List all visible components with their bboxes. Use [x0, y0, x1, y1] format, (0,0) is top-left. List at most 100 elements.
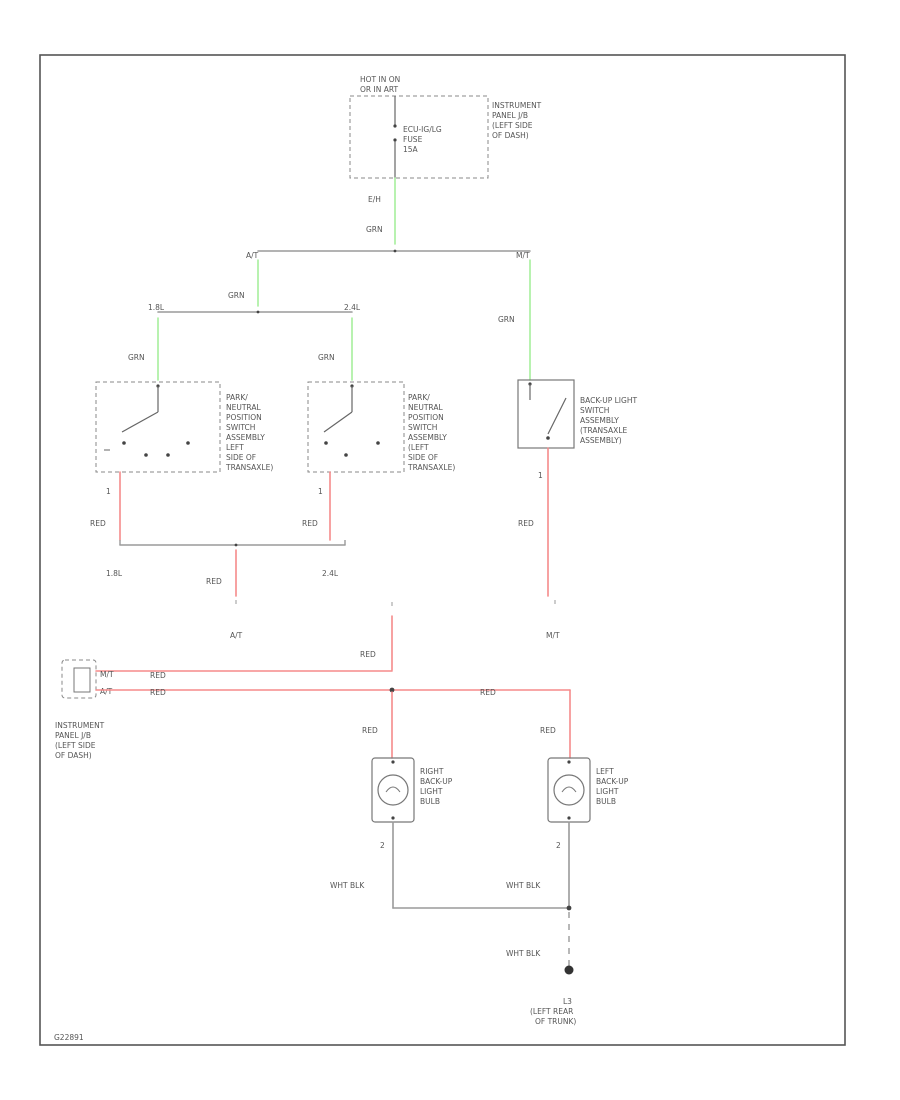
switch2-label-line3: POSITION — [408, 413, 444, 422]
backup-light-switch: BACK-UP LIGHT SWITCH ASSEMBLY (TRANSAXLE… — [517, 379, 637, 480]
junction-label-line1: INSTRUMENT — [492, 101, 542, 110]
ground-point-l3: L3 (LEFT REAR OF TRUNK) — [530, 965, 576, 1026]
label-red-mt-output: RED — [518, 519, 534, 528]
left-bulb-lamp — [553, 774, 585, 806]
switch2-label-line7: SIDE OF — [408, 453, 438, 462]
right-bulb-lamp — [377, 774, 409, 806]
splice-bulb-feed — [389, 687, 395, 693]
connector-outline — [61, 659, 97, 699]
right-bulb-terminal-top — [391, 760, 395, 764]
diagram-frame — [39, 54, 846, 1046]
fuse-name: ECU-IG/LG — [403, 125, 442, 134]
label-red-right-bulb: RED — [362, 726, 378, 735]
backup-switch-pin-label: 1 — [538, 471, 543, 480]
backup-switch-contact — [546, 436, 550, 440]
backup-switch-label-line2: SWITCH — [580, 406, 609, 415]
label-wht-blk-ground: WHT BLK — [506, 949, 541, 958]
switch2-label-line4: SWITCH — [408, 423, 437, 432]
switch1-label-line1: PARK/ — [226, 393, 248, 402]
fuse-block: HOT IN ON OR IN ART ECU-IG/LG FUSE 15A I… — [349, 75, 542, 204]
right-backup-bulb: RIGHT BACK-UP LIGHT BULB 2 — [371, 757, 453, 850]
connector-label-line1: INSTRUMENT — [55, 721, 105, 730]
connector-pin-upper: M/T — [100, 670, 114, 679]
label-2al-top: 2.4L — [344, 303, 361, 312]
switch1-contact-a — [122, 441, 126, 445]
label-at-top: A/T — [246, 251, 259, 260]
connector-pin-lower: A/T — [100, 687, 113, 696]
fuse-pin-label: E/H — [368, 195, 381, 204]
left-bulb-terminal-top — [567, 760, 571, 764]
connector-shell — [73, 667, 91, 693]
label-1al-top: 1.8L — [148, 303, 165, 312]
instrument-panel-connector: M/T A/T INSTRUMENT PANEL J/B (LEFT SIDE … — [55, 659, 114, 760]
right-bulb-label-line1: RIGHT — [420, 767, 444, 776]
splice-at — [256, 310, 260, 314]
left-bulb-label-line1: LEFT — [596, 767, 614, 776]
switch1-label-line5: ASSEMBLY — [226, 433, 265, 442]
switch1-label-line7: SIDE OF — [226, 453, 256, 462]
label-grn-feed: GRN — [366, 225, 383, 234]
left-backup-bulb: LEFT BACK-UP LIGHT BULB 2 — [547, 757, 629, 850]
switch1-label-line2: NEUTRAL — [226, 403, 261, 412]
switch2-label-line6: (LEFT — [408, 443, 429, 452]
junction-label-line4: OF DASH) — [492, 131, 529, 140]
switch1-outline — [95, 381, 221, 473]
fuse-terminal-bottom — [393, 138, 397, 142]
footer-code: G22891 — [54, 1033, 84, 1042]
switch2-contact-c — [376, 441, 380, 445]
label-1al-bottom: 1.8L — [106, 569, 123, 578]
park-neutral-switch-1: PARK/ NEUTRAL POSITION SWITCH ASSEMBLY L… — [95, 381, 273, 496]
junction-label-line3: (LEFT SIDE — [492, 121, 533, 130]
ground-location-line2: OF TRUNK) — [535, 1017, 576, 1026]
left-bulb-label-line4: BULB — [596, 797, 616, 806]
switch2-pin-label: 1 — [318, 487, 323, 496]
switch1-label-line8: TRANSAXLE) — [225, 463, 273, 472]
connector-label-line3: (LEFT SIDE — [55, 741, 96, 750]
switch2-label-line1: PARK/ — [408, 393, 430, 402]
label-2al-bottom: 2.4L — [322, 569, 339, 578]
right-bulb-filament — [385, 786, 401, 793]
switch2-contact-a — [324, 441, 328, 445]
label-mt-top: M/T — [516, 251, 530, 260]
right-bulb-label-line3: LIGHT — [420, 787, 443, 796]
label-red-junction: RED — [360, 650, 376, 659]
splice-at-collector — [234, 543, 238, 547]
ground-location-line1: (LEFT REAR — [530, 1007, 573, 1016]
label-red-sw2: RED — [302, 519, 318, 528]
switch2-label-line5: ASSEMBLY — [408, 433, 447, 442]
backup-switch-label-line4: (TRANSAXLE — [580, 426, 628, 435]
label-grn-at: GRN — [228, 291, 245, 300]
ground-icon — [564, 965, 574, 975]
label-wht-blk-right: WHT BLK — [330, 881, 365, 890]
label-grn-sw1: GRN — [128, 353, 145, 362]
label-mt-bottom: M/T — [546, 631, 560, 640]
switch1-contact-c — [166, 453, 170, 457]
switch1-label-line4: SWITCH — [226, 423, 255, 432]
switch2-outline — [307, 381, 405, 473]
switch2-label-line2: NEUTRAL — [408, 403, 443, 412]
backup-switch-label-line3: ASSEMBLY — [580, 416, 619, 425]
left-bulb-filament — [561, 786, 577, 793]
ground-id: L3 — [563, 997, 572, 1006]
left-bulb-label-line3: LIGHT — [596, 787, 619, 796]
left-bulb-terminal-bottom — [567, 816, 571, 820]
switch2-arm — [323, 411, 353, 433]
backup-switch-outline — [517, 379, 575, 449]
connector-label-line4: OF DASH) — [55, 751, 92, 760]
fuse-terminal-top — [393, 124, 397, 128]
left-bulb-label-line2: BACK-UP — [596, 777, 629, 786]
backup-switch-arm — [547, 397, 567, 435]
label-red-connector-upper: RED — [150, 671, 166, 680]
fuse-rating: 15A — [403, 145, 419, 154]
backup-switch-label-line1: BACK-UP LIGHT — [580, 396, 637, 405]
switch1-arm — [121, 411, 159, 433]
switch1-label-line3: POSITION — [226, 413, 262, 422]
junction-label-line2: PANEL J/B — [492, 111, 528, 120]
label-red-left-run: RED — [480, 688, 496, 697]
label-grn-mt: GRN — [498, 315, 515, 324]
switch1-contact-b — [144, 453, 148, 457]
right-bulb-pin-label: 2 — [380, 841, 385, 850]
label-wht-blk-left: WHT BLK — [506, 881, 541, 890]
switch1-pin-label: 1 — [106, 487, 111, 496]
